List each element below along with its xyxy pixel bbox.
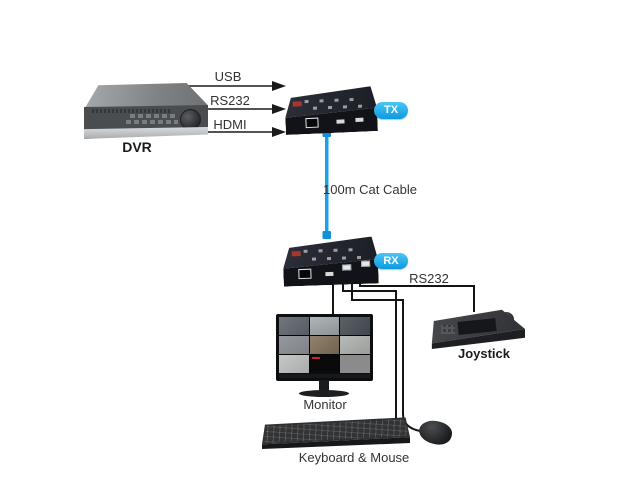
monitor-stand-base [299, 390, 349, 397]
camera-feed-cell [340, 317, 370, 335]
usb-label: USB [214, 69, 242, 84]
arrowhead-icon [272, 104, 286, 114]
joystick-device [429, 309, 525, 349]
rx-usb-port-icon [360, 261, 371, 268]
joystick-buttons [440, 325, 455, 334]
arrowhead-icon [272, 127, 286, 137]
camera-feed-cell [279, 336, 309, 354]
arrowhead-icon [272, 81, 286, 91]
dvr-device [82, 83, 208, 139]
camera-feed-cell [309, 336, 340, 354]
monitor-device [276, 314, 373, 397]
dvr-top-face [84, 83, 208, 109]
keyboard-front-edge [262, 437, 410, 449]
joystick-rs232-label: RS232 [409, 271, 449, 286]
cat-cable-label: 100m Cat Cable [323, 182, 417, 197]
dvr-jog-dial-icon [180, 109, 201, 130]
camera-feed-cell [279, 355, 309, 373]
rx-red-label [291, 251, 300, 256]
usb-arrow [186, 81, 286, 91]
monitor-bezel [276, 314, 373, 381]
monitor-stand-neck [319, 380, 329, 396]
joystick-label: Joystick [457, 346, 511, 361]
cable-connector-bottom [322, 231, 331, 239]
rs232-label: RS232 [210, 93, 250, 108]
tx-red-label [293, 101, 302, 106]
tx-rj45-port-icon [305, 117, 319, 128]
monitor-screen [279, 317, 370, 373]
dvr-buttons [130, 114, 176, 118]
keyboard-mouse-label: Keyboard & Mouse [298, 450, 410, 465]
tx-print-marks [305, 97, 362, 102]
rx-extender-device [282, 236, 379, 286]
dvr-label: DVR [122, 139, 152, 155]
tx-port-icon [336, 119, 345, 125]
rx-print-marks [311, 256, 363, 261]
tx-port-icon [355, 117, 364, 122]
tx-print-marks [312, 105, 363, 110]
camera-feed-cell [340, 355, 370, 373]
camera-feed-cell [279, 317, 309, 335]
rx-rj45-port-icon [298, 268, 312, 280]
rx-badge: RX [374, 253, 408, 269]
keyboard-device [262, 416, 410, 449]
camera-feed-cell [309, 317, 340, 335]
rx-usb-port-icon [342, 264, 352, 271]
rs232-arrow [206, 104, 286, 114]
camera-feed-cell [340, 336, 370, 354]
monitor-label: Monitor [303, 397, 347, 412]
tx-extender-device [284, 86, 378, 135]
camera-feed-cell [309, 355, 340, 373]
tx-badge: TX [374, 102, 408, 119]
dvr-buttons [126, 120, 178, 124]
monitor-status-bar [279, 374, 370, 378]
rx-port-icon [325, 271, 334, 277]
hdmi-label: HDMI [213, 117, 247, 132]
dvr-vents [92, 109, 170, 113]
rx-print-marks [303, 248, 362, 253]
